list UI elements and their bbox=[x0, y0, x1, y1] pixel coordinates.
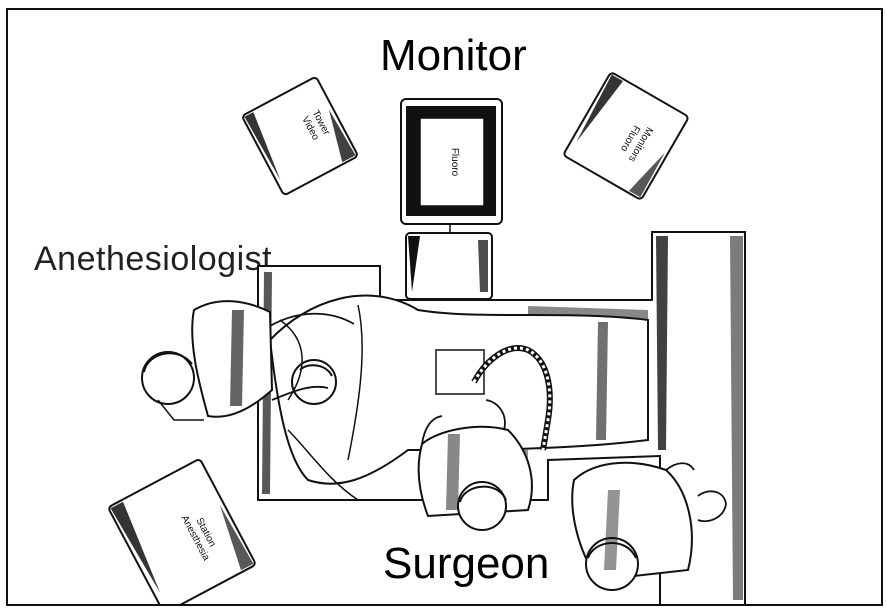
fluoro-base bbox=[406, 233, 492, 299]
video-tower: Video Tower bbox=[242, 77, 358, 196]
diagram-frame: Monitor Anethesiologist Surgeon Video To… bbox=[6, 8, 883, 606]
anesthesia-station: Anesthesia Station bbox=[108, 459, 256, 606]
fluoro-monitors: Fluoro Monitors bbox=[563, 72, 689, 200]
monitor-label: Monitor bbox=[380, 31, 527, 80]
surgeon-label: Surgeon bbox=[383, 539, 549, 588]
fluoro-center-text: Fluoro bbox=[449, 148, 460, 177]
fluoro-center-monitor: Fluoro bbox=[401, 99, 502, 224]
operating-room-diagram: Monitor Anethesiologist Surgeon Video To… bbox=[8, 10, 883, 606]
anesthesiologist-label: Anethesiologist bbox=[34, 240, 272, 278]
